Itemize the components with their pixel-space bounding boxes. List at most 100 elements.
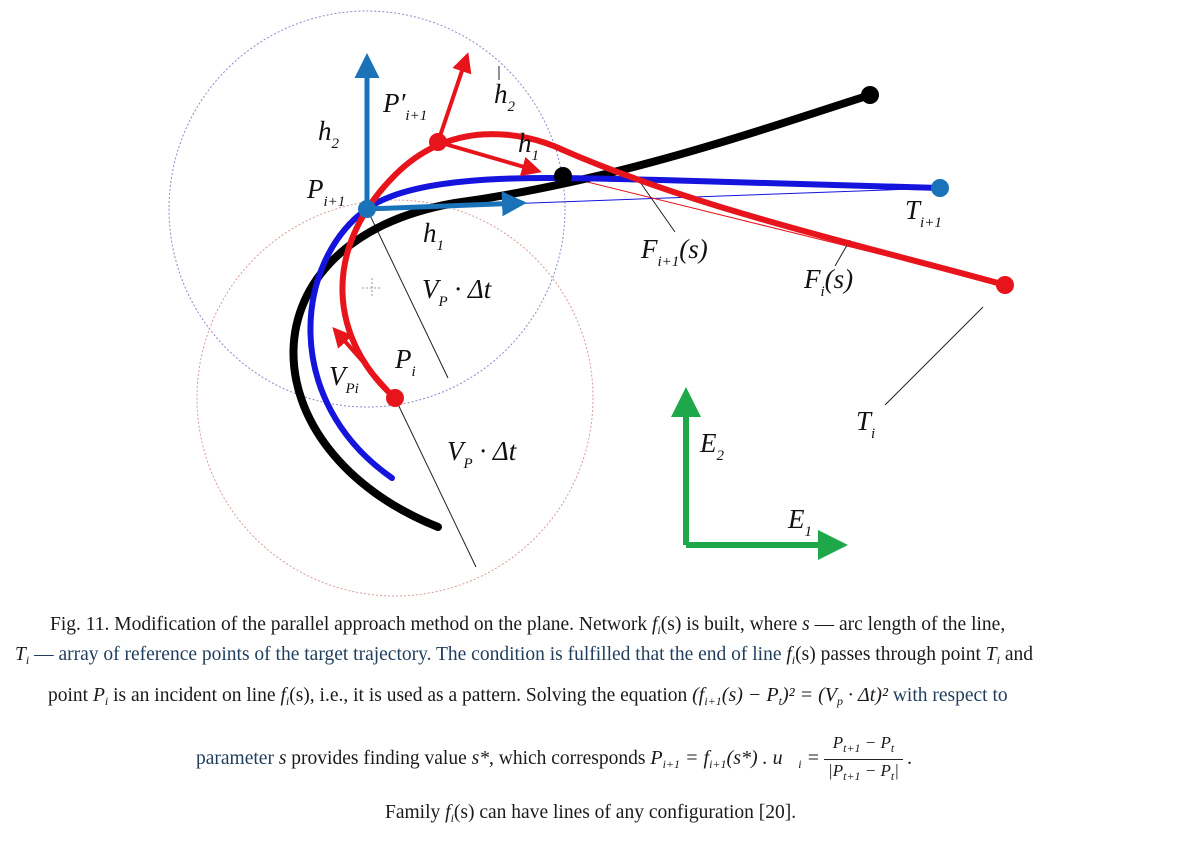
caption-math: · Δt)² (843, 684, 888, 706)
caption-math-sub: i+1 (704, 694, 722, 708)
caption-math: P (92, 685, 105, 706)
caption-math: s* (471, 748, 489, 770)
fraction-denominator: |Pt+1 − Pt| (824, 760, 903, 787)
point-intersection (554, 167, 572, 185)
label-f-i: Fi(s) (803, 264, 853, 300)
caption-text: with respect to (887, 685, 1008, 706)
caption-line-1: Fig. 11. Modification of the parallel ap… (50, 612, 1005, 643)
caption-math: s (278, 748, 287, 770)
label-vp-dt-bottom: VP · Δt (447, 436, 518, 472)
caption-equation-2: Pi+1 = fi+1(s*) . u⃗i =Pt+1 − Pt|Pt+1 − … (650, 733, 912, 783)
caption-math: | (894, 761, 899, 780)
caption-math: − P (860, 761, 891, 780)
point-t-next (931, 179, 949, 197)
point-black-end (861, 86, 879, 104)
label-e2: E2 (699, 428, 725, 464)
caption-math: T (985, 644, 997, 665)
caption-text: (s) passes through point (795, 644, 986, 665)
caption-line-2: Ti — array of reference points of the ta… (15, 642, 1033, 673)
label-v-pi: VPi (329, 361, 359, 397)
caption-text: point (48, 685, 93, 706)
caption-math-sub: i+1 (662, 757, 681, 772)
caption-fraction: Pt+1 − Pt|Pt+1 − Pt| (824, 732, 903, 787)
label-p-next: Pi+1 (306, 174, 345, 210)
caption-math-sub: i (285, 694, 290, 708)
caption-text: (s) can have lines of any configuration … (453, 802, 797, 823)
label-h1-bottom: h1 (423, 218, 444, 254)
center-cross (362, 278, 382, 298)
caption-math-sub: i (996, 653, 1000, 667)
caption-text: and (1000, 644, 1034, 665)
red-arrow-h1 (437, 140, 542, 177)
caption-math-sub: p (837, 694, 843, 708)
label-p-prime: P′i+1 (382, 88, 427, 124)
caption-math-sub: t+1 (843, 769, 861, 783)
caption-math-sub: i (657, 623, 661, 637)
caption-math: − P (860, 733, 891, 752)
caption-math: P (832, 733, 844, 752)
label-t-next: Ti+1 (905, 195, 942, 231)
red-arrow-v-pi (332, 327, 397, 400)
blue-arrow-h1 (366, 191, 527, 217)
point-p-i (386, 389, 404, 407)
caption-math: (s*) . u⃗ (726, 747, 799, 770)
caption-text: , which corresponds (488, 748, 651, 770)
caption-line-4: parameter s provides finding value s*, w… (196, 732, 912, 787)
caption-text: (s) is built, where (660, 614, 803, 635)
caption-math: f (280, 685, 286, 706)
caption-math: = (801, 747, 821, 770)
caption-math: f (445, 802, 451, 823)
caption-math: (f (692, 684, 705, 706)
leader-f-next (639, 181, 676, 233)
caption-math-sub: i (25, 653, 30, 667)
caption-math: )² = (V (781, 684, 837, 706)
caption-text: is an incident on line (108, 685, 281, 706)
caption-math-sub: i (791, 653, 796, 667)
label-h2-left: h2 (318, 116, 340, 152)
point-p-next (358, 200, 376, 218)
parallel-approach-diagram: h2 h2 h1 h1 P′i+1 Pi+1 Pi VPi VP · Δt VP… (168, 10, 1014, 597)
caption-math-sub: i (104, 694, 109, 708)
radius-circle-upper (168, 10, 566, 408)
blue-curve-f-next (307, 174, 943, 481)
label-h1-top: h1 (518, 128, 539, 164)
caption-text: Family (385, 802, 446, 823)
caption-math: |P (828, 761, 844, 780)
label-p-i: Pi (394, 344, 416, 380)
caption-math: s (802, 614, 810, 635)
caption-text: . (906, 747, 912, 770)
radius-circle-lower (196, 199, 594, 597)
radius-line-upper (366, 208, 449, 379)
caption-math: T (15, 644, 26, 665)
caption-math-sub: t (778, 694, 782, 708)
red-curve-f-i (339, 131, 1008, 401)
caption-text: — arc length of the line, (809, 614, 1006, 635)
caption-math-sub: t (890, 741, 895, 755)
caption-text: — array of reference points of the targe… (29, 644, 787, 665)
caption-math: f (786, 644, 792, 665)
caption-math-sub: i (798, 757, 802, 772)
point-p-prime (429, 133, 447, 151)
point-t-i (996, 276, 1014, 294)
radius-line-lower (394, 397, 477, 568)
red-arrow-h2 (436, 52, 472, 143)
caption-math-sub: i+1 (709, 757, 727, 772)
label-e1: E1 (787, 504, 812, 540)
caption-math-sub: i (450, 811, 454, 825)
fraction-numerator: Pt+1 − Pt (824, 732, 903, 760)
caption-math-sub: t+1 (843, 741, 861, 755)
caption-equation-1: (fi+1(s) − Pt)² = (Vp · Δt)² (692, 684, 888, 708)
caption-text: Fig. 11. Modification of the parallel ap… (50, 614, 652, 635)
caption-line-3: point Pi is an incident on line fi(s), i… (48, 682, 1008, 714)
black-trajectory-curve (289, 91, 874, 531)
caption-math: (s) − P (721, 684, 779, 706)
caption-text: (s), i.e., it is used as a pattern. Solv… (289, 685, 693, 706)
label-t-i: Ti (856, 406, 875, 442)
caption-math-sub: t (890, 769, 895, 783)
label-vp-dt-top: VP · Δt (422, 274, 493, 310)
label-f-next: Fi+1(s) (640, 234, 708, 270)
caption-math: P (650, 747, 663, 770)
leader-t-i (884, 306, 984, 406)
caption-text: parameter (196, 748, 279, 770)
label-h2-top: h2 (494, 79, 516, 115)
